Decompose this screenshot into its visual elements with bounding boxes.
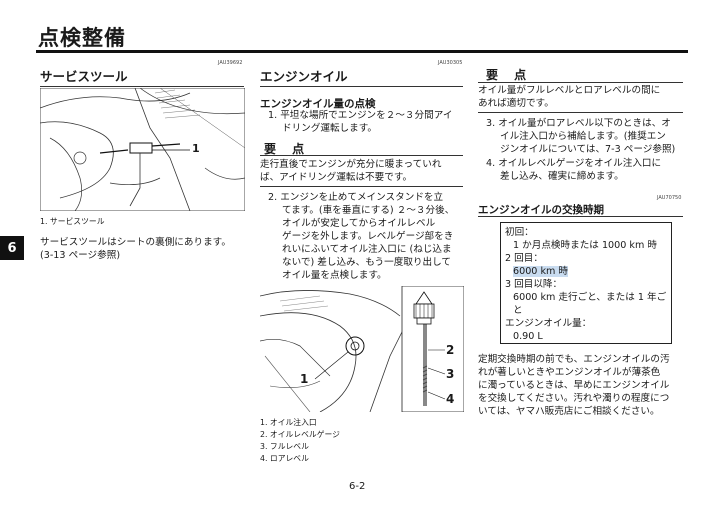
step-1-line: ドリング運転します。 (282, 123, 377, 134)
oil-quantity-value: 0.90 L (513, 331, 543, 342)
second-interval-label: 2 回目： (505, 253, 543, 264)
figure-caption: 2. オイルレベルゲージ (260, 430, 340, 439)
note-rule (260, 155, 463, 156)
figure-label: 4 (446, 392, 455, 406)
section-rule (478, 216, 683, 217)
note-title: 要 点 (264, 142, 311, 156)
footer-line: いては、ヤマハ販売店にご相談ください。 (478, 406, 660, 417)
second-interval-value: 6000 km 時 (513, 265, 569, 278)
interval-title: エンジンオイルの交換時期 (478, 204, 604, 216)
section-code: JAU30305 (438, 60, 463, 66)
step-2-line: オイル量を点検します。 (282, 270, 387, 281)
page-title: 点検整備 (38, 26, 126, 50)
body-line: サービスツールはシートの裏側にあります。 (40, 237, 231, 248)
oil-interval-box (500, 222, 672, 344)
step-2-line: 2. エンジンを止めてメインスタンドを立 (268, 192, 444, 203)
note-rule (478, 82, 683, 83)
first-interval-label: 初回： (505, 227, 534, 238)
body-line: (3-13 ページ参照) (40, 250, 121, 261)
note-title: 要 点 (486, 68, 533, 82)
figure-label: 2 (446, 343, 455, 357)
service-tool-drawing (40, 88, 245, 211)
figure-caption: 1. オイル注入口 (260, 418, 317, 427)
service-tool-illustration: 1 (40, 88, 245, 211)
note-line: 走行直後でエンジンが充分に暖まっていれ (260, 159, 442, 170)
header-rule (36, 50, 688, 53)
selected-text[interactable]: 6000 km 時 (513, 266, 569, 277)
footer-line: れが著しいときやエンジンオイルが薄茶色 (478, 367, 661, 378)
section-title-engine-oil: エンジンオイル (260, 69, 348, 84)
figure-label: 3 (446, 367, 455, 381)
step-2-line: てます。(車を垂直にする) ２～３分後、 (282, 205, 455, 216)
page-number: 6-2 (349, 481, 366, 492)
step-2-line: オイルが安定してからオイルレベル (282, 218, 436, 229)
figure-caption: 1. サービスツール (40, 217, 105, 226)
third-interval-value: 6000 km 走行ごと、または 1 年ご (513, 292, 667, 303)
section-rule (40, 86, 244, 87)
step-3-line: 3. オイル量がロアレベル以下のときは、オ (486, 118, 671, 129)
oil-gauge-illustration: 1 2 3 4 (260, 286, 464, 412)
chapter-tab: 6 (0, 236, 24, 260)
figure-label: 1 (192, 142, 200, 155)
step-2-line: ないで) 差し込み、もう一度取り出して (282, 257, 452, 268)
oil-gauge-drawing (260, 286, 464, 412)
section-title-service-tool: サービスツール (40, 69, 128, 84)
note-line: ば、アイドリング運転は不要です。 (260, 172, 413, 183)
figure-caption: 4. ロアレベル (260, 454, 309, 463)
first-interval-value: 1 か月点検時または 1000 km 時 (513, 240, 657, 251)
step-2-line: ゲージを外します。レベルゲージ部をき (282, 231, 454, 242)
figure-label: 1 (300, 372, 309, 386)
note-rule (478, 112, 683, 113)
section-code: JAU70750 (657, 195, 682, 201)
third-interval-value: と (513, 305, 523, 316)
figure-caption: 3. フルレベル (260, 442, 309, 451)
note-line: オイル量がフルレベルとロアレベルの間に (478, 85, 661, 96)
step-3-line: ジンオイルについては、7-3 ページ参照) (500, 144, 676, 155)
subsection-title: エンジンオイル量の点検 (260, 98, 376, 110)
footer-line: を交換してください。汚れや濁りの程度につ (478, 393, 670, 404)
step-4-line: 4. オイルレベルゲージをオイル注入口に (486, 158, 662, 169)
step-3-line: イル注入口から補給します。(推奨エン (500, 131, 666, 142)
step-2-line: れいにふいてオイル注入口に (ねじ込ま (282, 244, 452, 255)
footer-line: 定期交換時期の前でも、エンジンオイルの汚 (478, 354, 670, 365)
note-line: あれば適切です。 (478, 98, 554, 109)
step-1-line: 1. 平坦な場所でエンジンを２～３分間アイ (268, 110, 453, 121)
step-4-line: 差し込み、確実に締めます。 (500, 171, 624, 182)
section-rule (260, 86, 463, 87)
footer-line: に濁っているときは、早めにエンジンオイル (478, 380, 670, 391)
section-code: JAU39692 (218, 60, 243, 66)
oil-quantity-label: エンジンオイル量： (505, 318, 592, 329)
note-rule (260, 186, 463, 187)
third-interval-label: 3 回目以降： (505, 279, 563, 290)
